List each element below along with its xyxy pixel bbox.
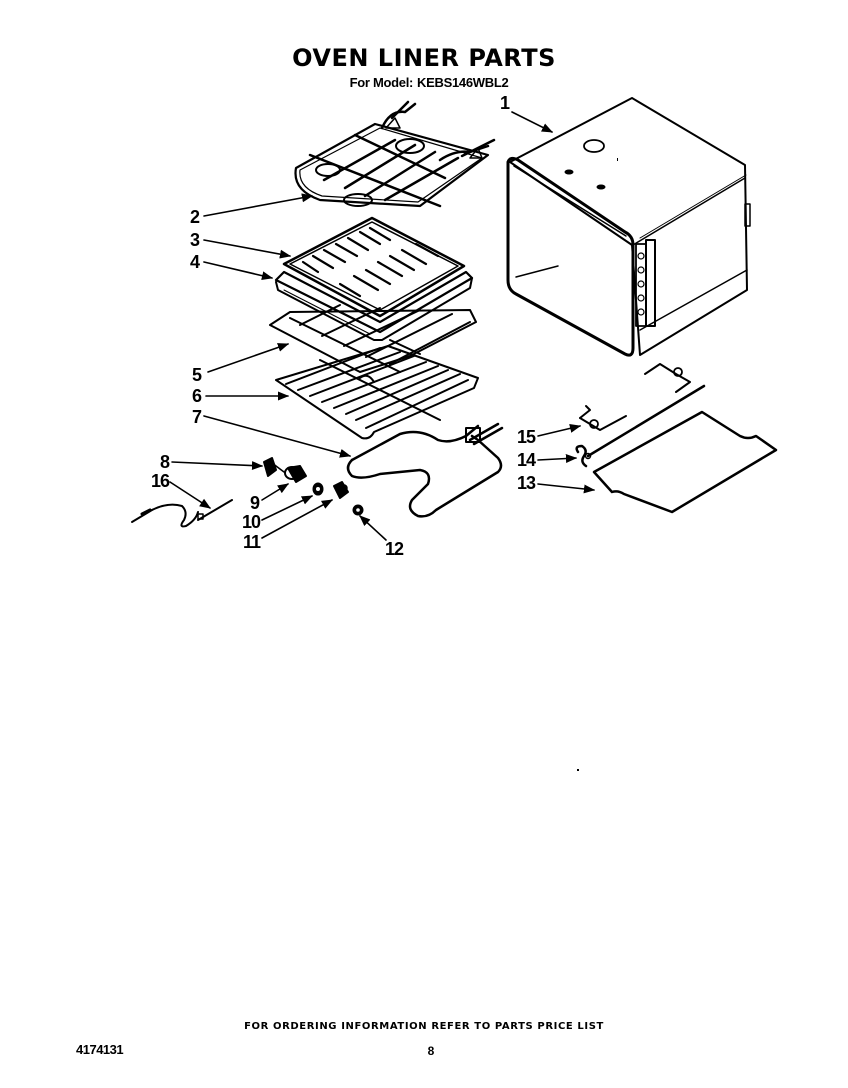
bracket-clip-part-15 — [579, 363, 691, 431]
leader-lines — [169, 111, 596, 541]
callout-1: 1 — [500, 93, 510, 113]
oven-rack-lower-part-6 — [275, 345, 479, 440]
bushing-part-9 — [284, 465, 307, 483]
nut-part-12 — [352, 504, 364, 516]
light-socket-wire-part-14 — [575, 384, 706, 468]
callout-12: 12 — [385, 539, 404, 559]
callout-16: 16 — [151, 471, 170, 491]
scan-speck — [577, 769, 579, 771]
model-number: KEBS146WBL2 — [417, 75, 509, 90]
callout-7: 7 — [192, 407, 202, 427]
callout-5: 5 — [192, 365, 202, 385]
callout-10: 10 — [242, 512, 261, 532]
broil-element-part-2 — [294, 100, 496, 208]
model-subtitle: For Model:KEBS146WBL2 — [0, 75, 848, 90]
callout-4: 4 — [190, 252, 200, 272]
bake-element-part-7 — [346, 422, 504, 518]
callout-14: 14 — [517, 450, 536, 470]
ordering-note: FOR ORDERING INFORMATION REFER TO PARTS … — [244, 1021, 604, 1032]
callout-11: 11 — [243, 532, 261, 552]
oven-rack-upper-part-5 — [269, 304, 477, 373]
callout-8: 8 — [160, 452, 170, 472]
gasket-part-13 — [592, 410, 778, 514]
broiler-pan-part-4 — [274, 270, 474, 341]
callout-15: 15 — [517, 427, 536, 447]
callout-9: 9 — [250, 493, 260, 513]
washer-part-10 — [312, 482, 324, 496]
callout-13: 13 — [517, 473, 536, 493]
model-label: For Model: — [349, 75, 414, 90]
document-number: 4174131 — [76, 1042, 124, 1057]
sensor-probe-part-16 — [131, 499, 233, 528]
callout-3: 3 — [190, 230, 200, 250]
scan-speck — [617, 158, 618, 161]
callout-6: 6 — [192, 386, 202, 406]
broiler-pan-grid-part-3 — [282, 216, 466, 318]
oven-liner-part-1 — [506, 97, 751, 357]
callout-2: 2 — [190, 207, 200, 227]
page-number: 8 — [427, 1044, 435, 1058]
clip-part-8 — [263, 457, 285, 477]
bracket-part-11 — [333, 481, 349, 499]
page-title: OVEN LINER PARTS — [292, 44, 556, 72]
